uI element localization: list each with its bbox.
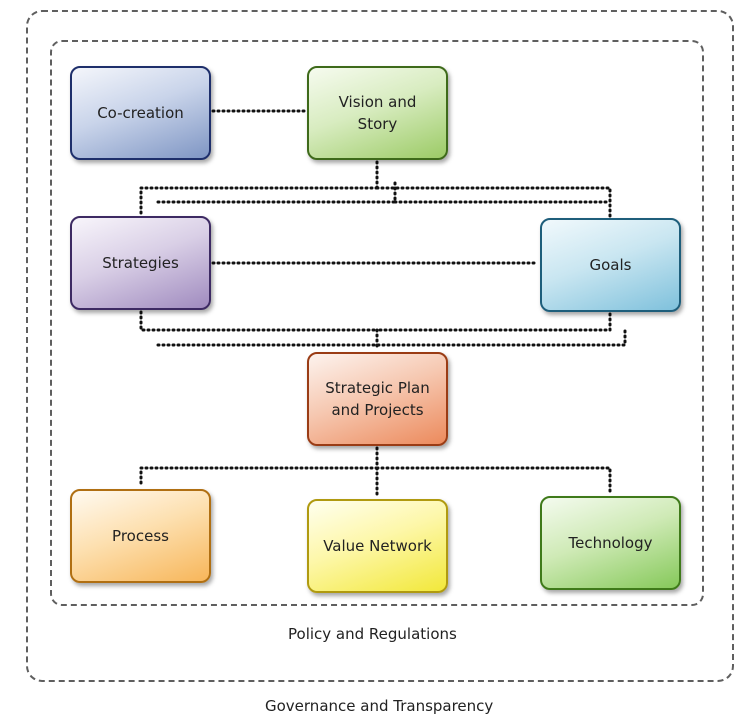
technology-label: Technology <box>568 534 653 552</box>
process-label: Process <box>112 527 169 545</box>
plan-label-line2: and Projects <box>331 401 424 419</box>
strategic-plan-box: Strategic Plan and Projects <box>307 352 448 446</box>
co-creation-box: Co-creation <box>70 66 211 160</box>
connector-to-strategies <box>139 186 379 216</box>
vision-and-story-box: Vision and Story <box>307 66 448 160</box>
strategies-box: Strategies <box>70 216 211 310</box>
plan-label-line1: Strategic Plan <box>325 379 430 397</box>
policy-frame <box>50 40 704 606</box>
vision-label-line2: Story <box>357 115 398 133</box>
connector-to-process <box>139 466 379 489</box>
policy-and-regulations-label: Policy and Regulations <box>288 625 457 643</box>
connector-to-technology <box>375 466 612 496</box>
technology-box: Technology <box>540 496 681 590</box>
co-creation-label: Co-creation <box>97 104 184 122</box>
goals-label: Goals <box>589 256 632 274</box>
connector-goals-plan <box>375 312 612 332</box>
governance-and-transparency-label: Governance and Transparency <box>265 697 494 715</box>
strategies-label: Strategies <box>102 254 179 272</box>
value-network-label: Value Network <box>323 537 432 555</box>
governance-frame <box>26 10 734 682</box>
connector-strategies-plan <box>139 310 379 332</box>
ghost-line-1 <box>156 178 397 204</box>
goals-box: Goals <box>540 218 681 312</box>
ghost-line-3 <box>156 328 627 347</box>
process-box: Process <box>70 489 211 583</box>
connector-to-goals <box>375 186 612 218</box>
value-network-box: Value Network <box>307 499 448 593</box>
vision-label-line1: Vision and <box>338 93 417 111</box>
